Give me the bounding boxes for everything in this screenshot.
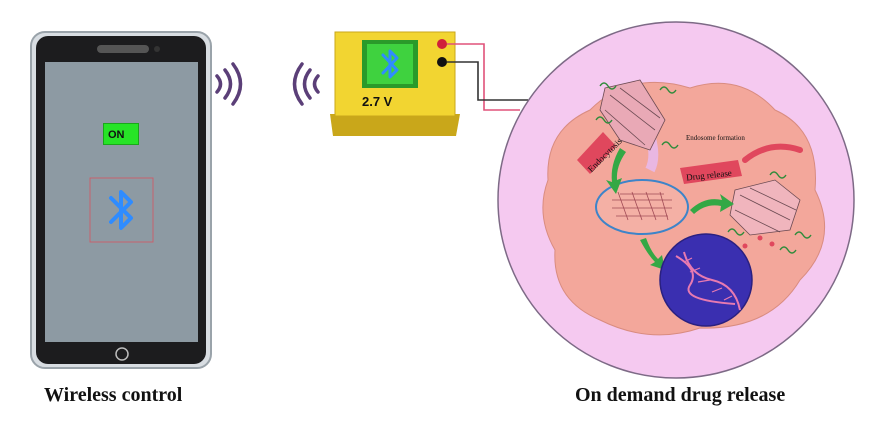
electrode-wires bbox=[447, 43, 528, 111]
vesicle-membrane bbox=[742, 143, 803, 163]
caption-wireless-control: Wireless control bbox=[44, 384, 183, 406]
phone-camera bbox=[154, 46, 160, 52]
process-arrows bbox=[606, 148, 734, 270]
graphene-sheet-right bbox=[729, 179, 801, 236]
bluetooth-icon bbox=[381, 49, 399, 79]
ligand-strands bbox=[595, 82, 812, 254]
nanoparticle-cluster bbox=[612, 191, 672, 221]
smartphone bbox=[30, 31, 212, 369]
graphene-sheet-top bbox=[599, 79, 666, 151]
label-ribbon-drug-release bbox=[680, 160, 742, 184]
endosome bbox=[595, 179, 689, 235]
label-drug-release: Drug release bbox=[686, 168, 733, 183]
voltage-label: 2.7 V bbox=[362, 94, 393, 109]
label-endosome-formation: Endosome formation bbox=[686, 134, 745, 142]
dna-icon bbox=[675, 251, 741, 311]
bluetooth-icon[interactable] bbox=[109, 190, 133, 230]
phone-speaker bbox=[97, 45, 149, 53]
wireless-signal-icon bbox=[215, 62, 320, 106]
label-ribbon-endocytosis bbox=[577, 132, 616, 174]
nucleus bbox=[659, 233, 753, 327]
battery-module bbox=[330, 31, 460, 136]
positive-terminal bbox=[437, 39, 447, 49]
cell-illustration bbox=[497, 21, 855, 379]
status-badge: ON bbox=[103, 123, 139, 145]
negative-terminal bbox=[437, 57, 447, 67]
home-button[interactable] bbox=[115, 347, 129, 361]
caption-drug-release: On demand drug release bbox=[575, 384, 786, 406]
bluetooth-frame bbox=[89, 177, 154, 243]
